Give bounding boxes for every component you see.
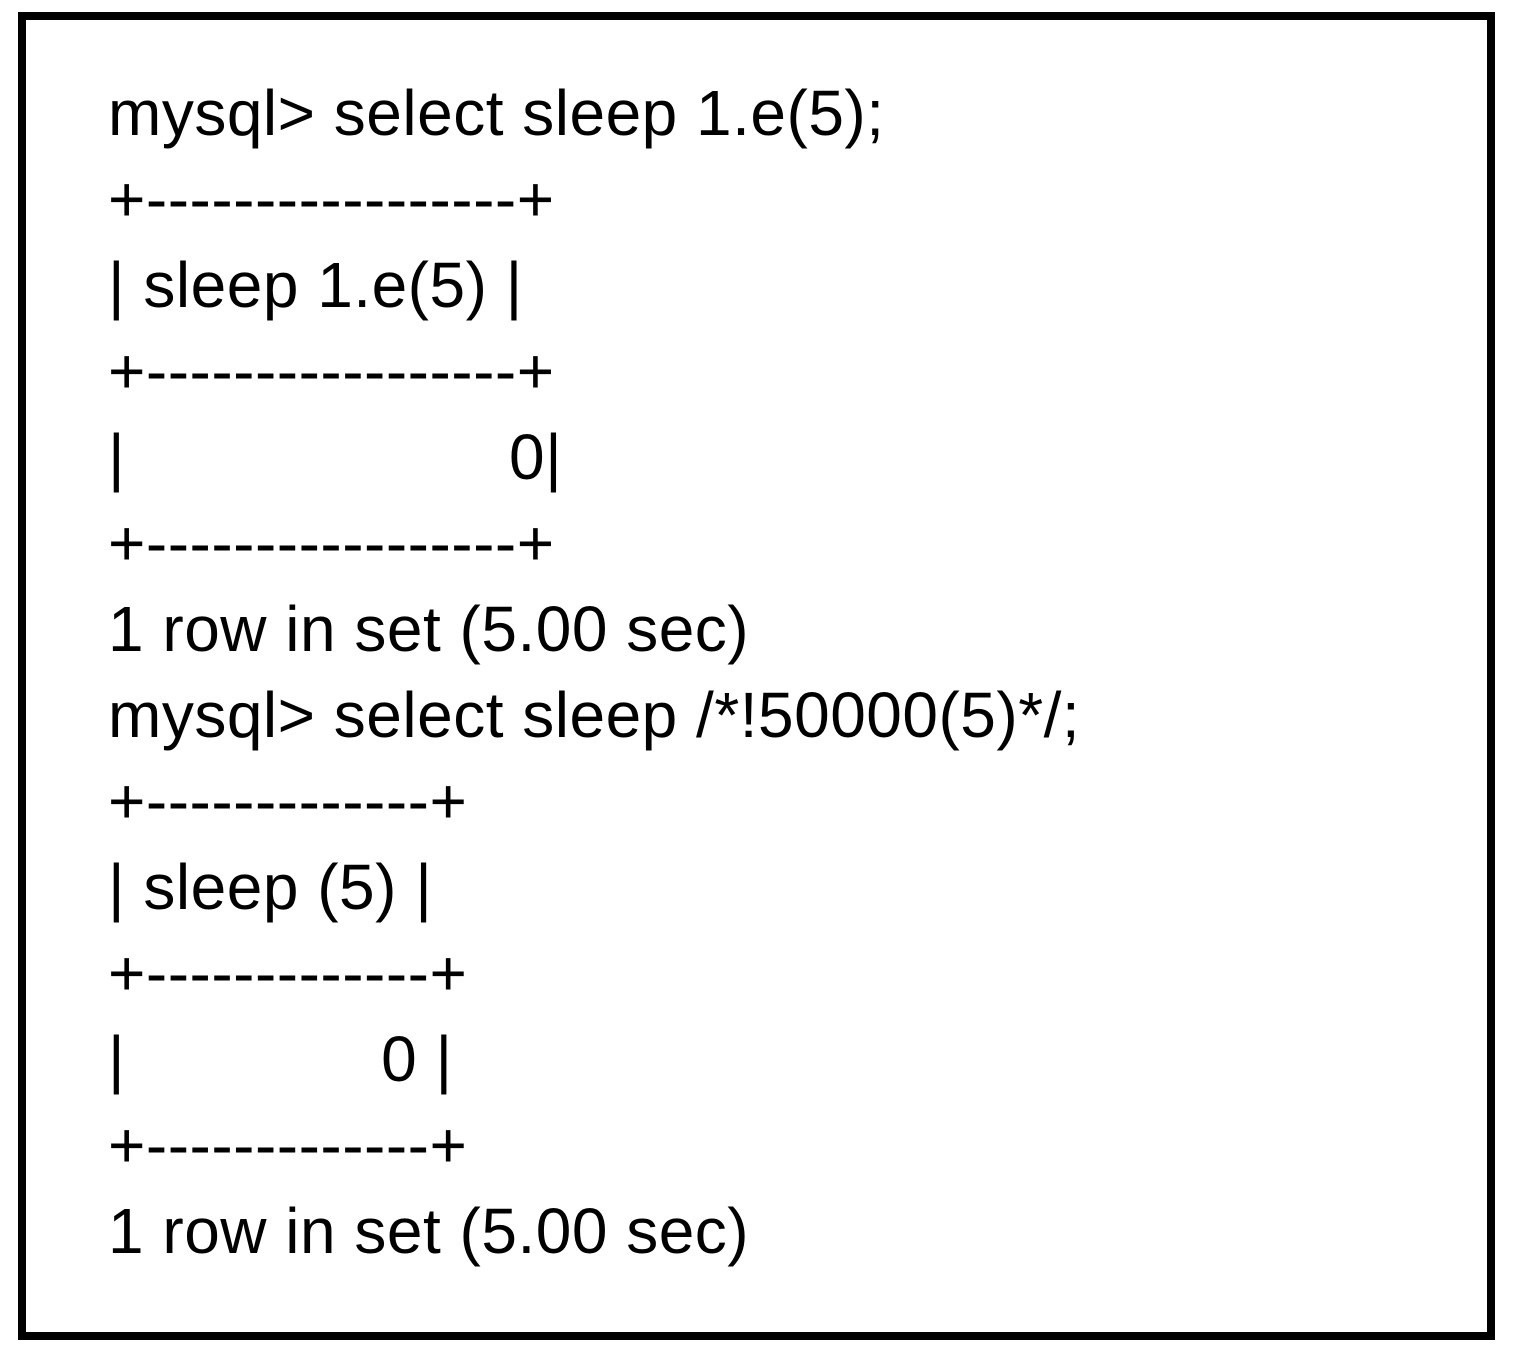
- table2-border-bottom: +-------------+: [108, 1109, 468, 1181]
- table1-border-bottom: +-----------------+: [108, 507, 555, 579]
- table2-value-row: | 0 |: [108, 1023, 453, 1095]
- query-line-2: mysql> select sleep /*!50000(5)*/;: [108, 679, 1081, 751]
- table2-separator: +-------------+: [108, 937, 468, 1009]
- query-line-1: mysql> select sleep 1.e(5);: [108, 77, 885, 149]
- table1-value-row: | 0|: [108, 421, 563, 493]
- table2-header-row: | sleep (5) |: [108, 851, 433, 923]
- table1-border-top: +-----------------+: [108, 163, 555, 235]
- table1-header-row: | sleep 1.e(5) |: [108, 249, 523, 321]
- result-summary-1: 1 row in set (5.00 sec): [108, 593, 750, 665]
- table2-border-top: +-------------+: [108, 765, 468, 837]
- table1-separator: +-----------------+: [108, 335, 555, 407]
- terminal-output: mysql> select sleep 1.e(5); +-----------…: [26, 20, 1487, 1274]
- result-summary-2: 1 row in set (5.00 sec): [108, 1195, 750, 1267]
- figure-border-box: mysql> select sleep 1.e(5); +-----------…: [18, 12, 1495, 1340]
